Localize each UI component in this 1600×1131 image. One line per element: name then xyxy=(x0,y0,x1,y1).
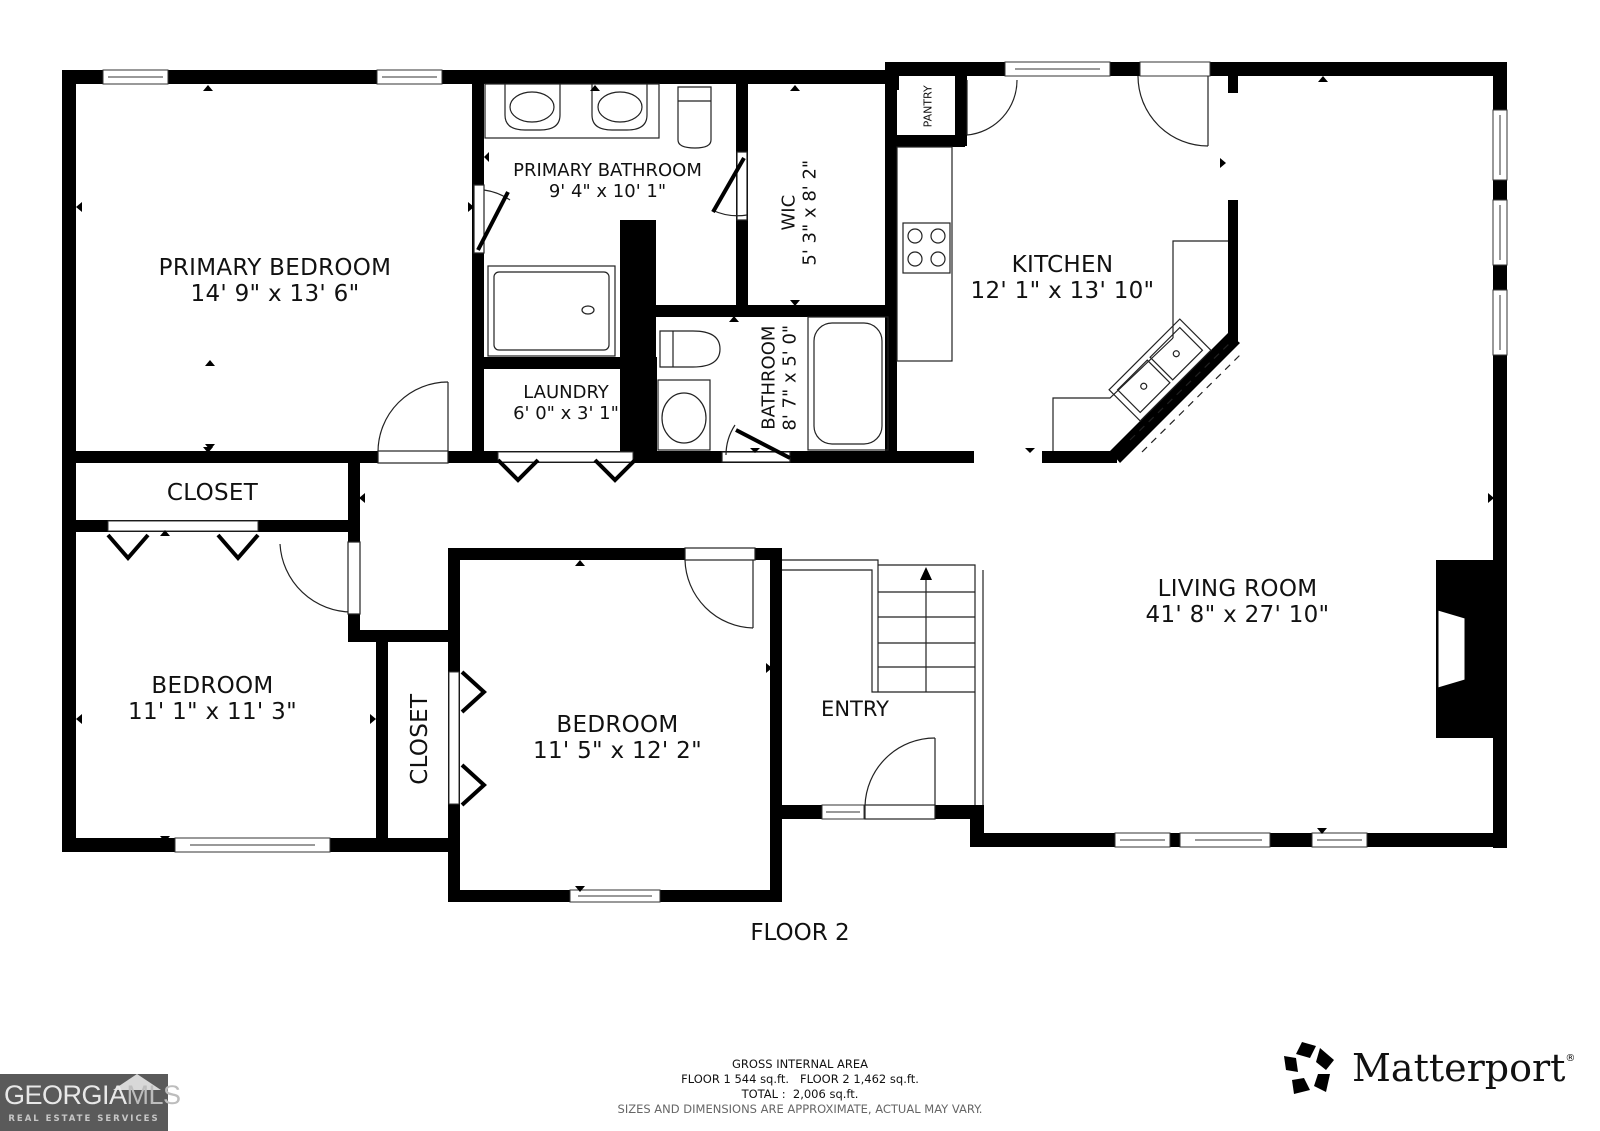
room-name: BATHROOM xyxy=(758,325,780,430)
bathtub-icon xyxy=(807,316,889,451)
room-dimensions: 11' 5" x 12' 2" xyxy=(533,738,702,765)
registered-mark: ® xyxy=(1565,1052,1576,1064)
room-dimensions: 12' 1" x 13' 10" xyxy=(970,278,1155,305)
room-dimensions: 9' 4" x 10' 1" xyxy=(548,180,667,202)
room-dimensions: 11' 1" x 11' 3" xyxy=(128,699,297,726)
room-dimensions: 8' 7" x 5' 0" xyxy=(779,324,800,431)
room-primary-bedroom: PRIMARY BEDROOM 14' 9" x 13' 6" xyxy=(100,255,450,308)
vanity-counter xyxy=(484,83,660,139)
room-dimensions: 14' 9" x 13' 6" xyxy=(190,281,360,308)
room-name: BEDROOM xyxy=(556,712,679,738)
room-primary-bathroom: PRIMARY BATHROOM 9' 4" x 10' 1" xyxy=(490,160,725,202)
room-name: KITCHEN xyxy=(1011,252,1114,278)
room-bedroom-center: BEDROOM 11' 5" x 12' 2" xyxy=(490,712,745,765)
gia-disclaimer: SIZES AND DIMENSIONS ARE APPROXIMATE, AC… xyxy=(617,1102,983,1116)
room-name: PANTRY xyxy=(921,85,935,128)
fireplace-icon xyxy=(1437,609,1466,689)
room-kitchen: KITCHEN 12' 1" x 13' 10" xyxy=(950,252,1175,305)
gross-internal-area: GROSS INTERNAL AREA FLOOR 1 544 sq.ft. F… xyxy=(560,1057,1040,1117)
room-name: ENTRY xyxy=(821,697,889,721)
room-name: LAUNDRY xyxy=(523,382,609,403)
logo-accent: MLS xyxy=(126,1080,182,1110)
room-name: BEDROOM xyxy=(151,673,274,699)
room-entry: ENTRY xyxy=(800,697,910,721)
matterport-logo: Matterport® xyxy=(1282,1038,1575,1098)
room-closet-mid: CLOSET xyxy=(407,679,433,799)
stairs-icon xyxy=(782,559,984,805)
sink-icon xyxy=(591,84,648,131)
room-name: CLOSET xyxy=(166,480,259,506)
logo-main: GEORGIA xyxy=(4,1080,127,1110)
room-pantry: PANTRY xyxy=(921,71,936,141)
room-closet-top: CLOSET xyxy=(80,480,345,506)
room-name: WIC xyxy=(778,194,800,231)
dimension-marker-icon xyxy=(76,76,1494,892)
sink-icon xyxy=(1108,318,1212,422)
gia-floors: FLOOR 1 544 sq.ft. FLOOR 2 1,462 sq.ft. xyxy=(681,1072,919,1086)
logo-text: GEORGIAMLS xyxy=(4,1080,181,1111)
floor-title: FLOOR 2 xyxy=(750,920,850,946)
gia-title: GROSS INTERNAL AREA xyxy=(731,1057,868,1071)
room-name: PRIMARY BATHROOM xyxy=(513,160,702,181)
roof-icon xyxy=(113,1074,161,1090)
room-bathroom: BATHROOM 8' 7" x 5' 0" xyxy=(758,303,800,453)
bifold-door-icon xyxy=(106,451,637,807)
logo-tagline: REAL ESTATE SERVICES xyxy=(8,1114,160,1124)
toilet-icon xyxy=(659,330,721,368)
room-wic: WIC 5' 3" x 8' 2" xyxy=(778,143,820,283)
matterport-mark-icon xyxy=(1284,1042,1334,1094)
room-name: PRIMARY BEDROOM xyxy=(158,255,392,281)
room-dimensions: 41' 8" x 27' 10" xyxy=(1145,602,1330,629)
stove-icon xyxy=(902,222,951,274)
door-swing-icon xyxy=(279,75,1209,820)
stairs-arrow-icon xyxy=(920,567,932,580)
room-living-room: LIVING ROOM 41' 8" x 27' 10" xyxy=(1110,576,1365,629)
kitchen-counter xyxy=(896,146,953,362)
washbasin xyxy=(657,379,711,451)
room-dimensions: 6' 0" x 3' 1" xyxy=(513,402,619,424)
georgia-mls-logo: GEORGIAMLS REAL ESTATE SERVICES xyxy=(0,1074,181,1131)
gia-total: TOTAL : 2,006 sq.ft. xyxy=(741,1087,859,1101)
window-icon xyxy=(102,61,1508,903)
room-name: LIVING ROOM xyxy=(1157,576,1318,602)
room-bedroom-left: BEDROOM 11' 1" x 11' 3" xyxy=(85,673,340,726)
matterport-wordmark: Matterport xyxy=(1352,1046,1566,1090)
room-name: CLOSET xyxy=(406,693,433,785)
door-leaf xyxy=(476,157,791,460)
room-dimensions: 5' 3" x 8' 2" xyxy=(799,159,820,266)
shower-icon xyxy=(487,265,616,357)
toilet-icon xyxy=(677,86,712,149)
kitchen-counter xyxy=(1172,240,1228,338)
room-laundry: LAUNDRY 6' 0" x 3' 1" xyxy=(486,382,646,424)
sink-icon xyxy=(504,84,561,131)
